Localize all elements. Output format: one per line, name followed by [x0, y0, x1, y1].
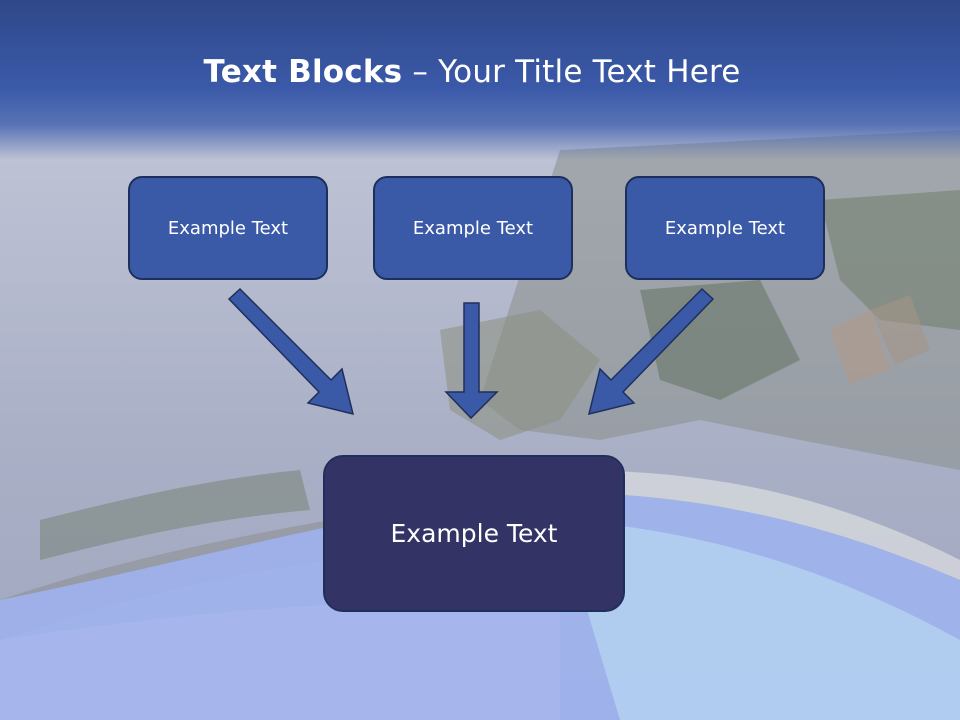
- text-block-1[interactable]: Example Text: [128, 176, 328, 280]
- lower-vegetation-shape: [40, 470, 310, 560]
- pool-edge-shape: [560, 470, 960, 580]
- header-band: [0, 0, 960, 160]
- pool-water-light-shape: [560, 520, 960, 720]
- text-block-3[interactable]: Example Text: [625, 176, 825, 280]
- title-bold: Text Blocks: [203, 54, 403, 90]
- title-dash: –: [402, 54, 439, 90]
- title-rest: Your Title Text Here: [438, 54, 741, 90]
- pool-water-left-shape: [0, 600, 560, 720]
- main-text-block[interactable]: Example Text: [323, 455, 625, 612]
- vegetation-shape: [820, 190, 960, 330]
- deck-chair-shape: [830, 310, 890, 385]
- deck-chair-shape-2: [870, 295, 930, 365]
- text-block-2[interactable]: Example Text: [373, 176, 573, 280]
- slide-title: Text Blocks – Your Title Text Here: [0, 54, 944, 90]
